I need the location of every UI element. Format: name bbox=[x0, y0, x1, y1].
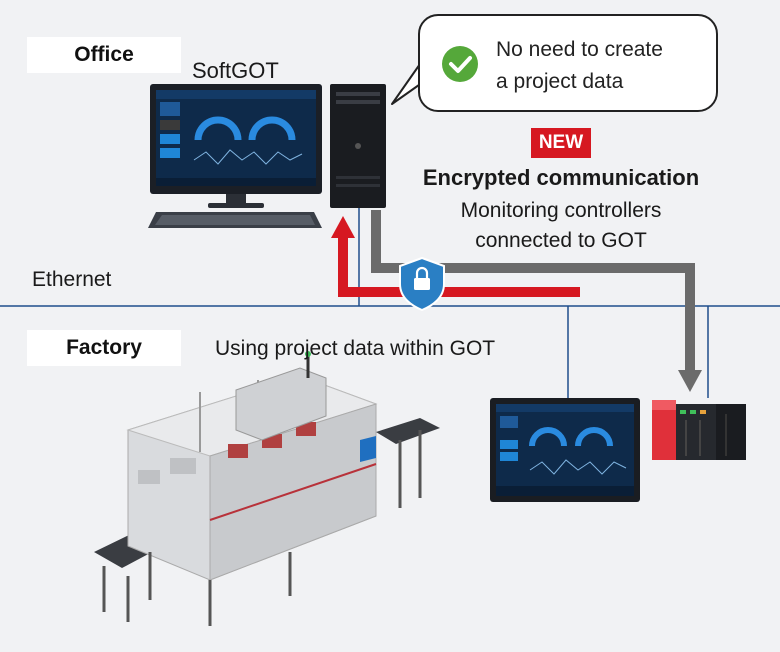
encrypted-line-1: Monitoring controllers bbox=[460, 199, 662, 222]
plc-rack bbox=[652, 400, 746, 460]
got-panel bbox=[490, 398, 640, 502]
ethernet-label: Ethernet bbox=[32, 268, 112, 291]
factory-label: Factory bbox=[66, 336, 142, 359]
speech-bubble: No need to create a project data bbox=[418, 14, 718, 112]
pc-tower bbox=[330, 84, 386, 208]
bubble-line-2: a project data bbox=[496, 70, 624, 93]
factory-label-box: Factory bbox=[27, 330, 181, 366]
red-flow-path bbox=[338, 236, 580, 297]
bubble-line-1: No need to create bbox=[496, 38, 663, 61]
factory-machine bbox=[94, 351, 440, 626]
shield-lock-icon bbox=[399, 256, 445, 312]
check-circle-icon bbox=[442, 46, 478, 82]
office-label: Office bbox=[74, 43, 134, 66]
using-project-label: Using project data within GOT bbox=[215, 337, 496, 360]
office-label-box: Office bbox=[27, 37, 181, 73]
softgot-monitor bbox=[148, 84, 322, 228]
softgot-label: SoftGOT bbox=[192, 58, 279, 83]
new-badge: NEW bbox=[531, 128, 591, 158]
encrypted-title: Encrypted communication bbox=[422, 165, 700, 190]
gray-flow-path bbox=[371, 210, 695, 372]
red-arrow-head bbox=[331, 216, 355, 238]
gray-arrow-head bbox=[678, 370, 702, 392]
encrypted-line-2: connected to GOT bbox=[475, 229, 647, 252]
